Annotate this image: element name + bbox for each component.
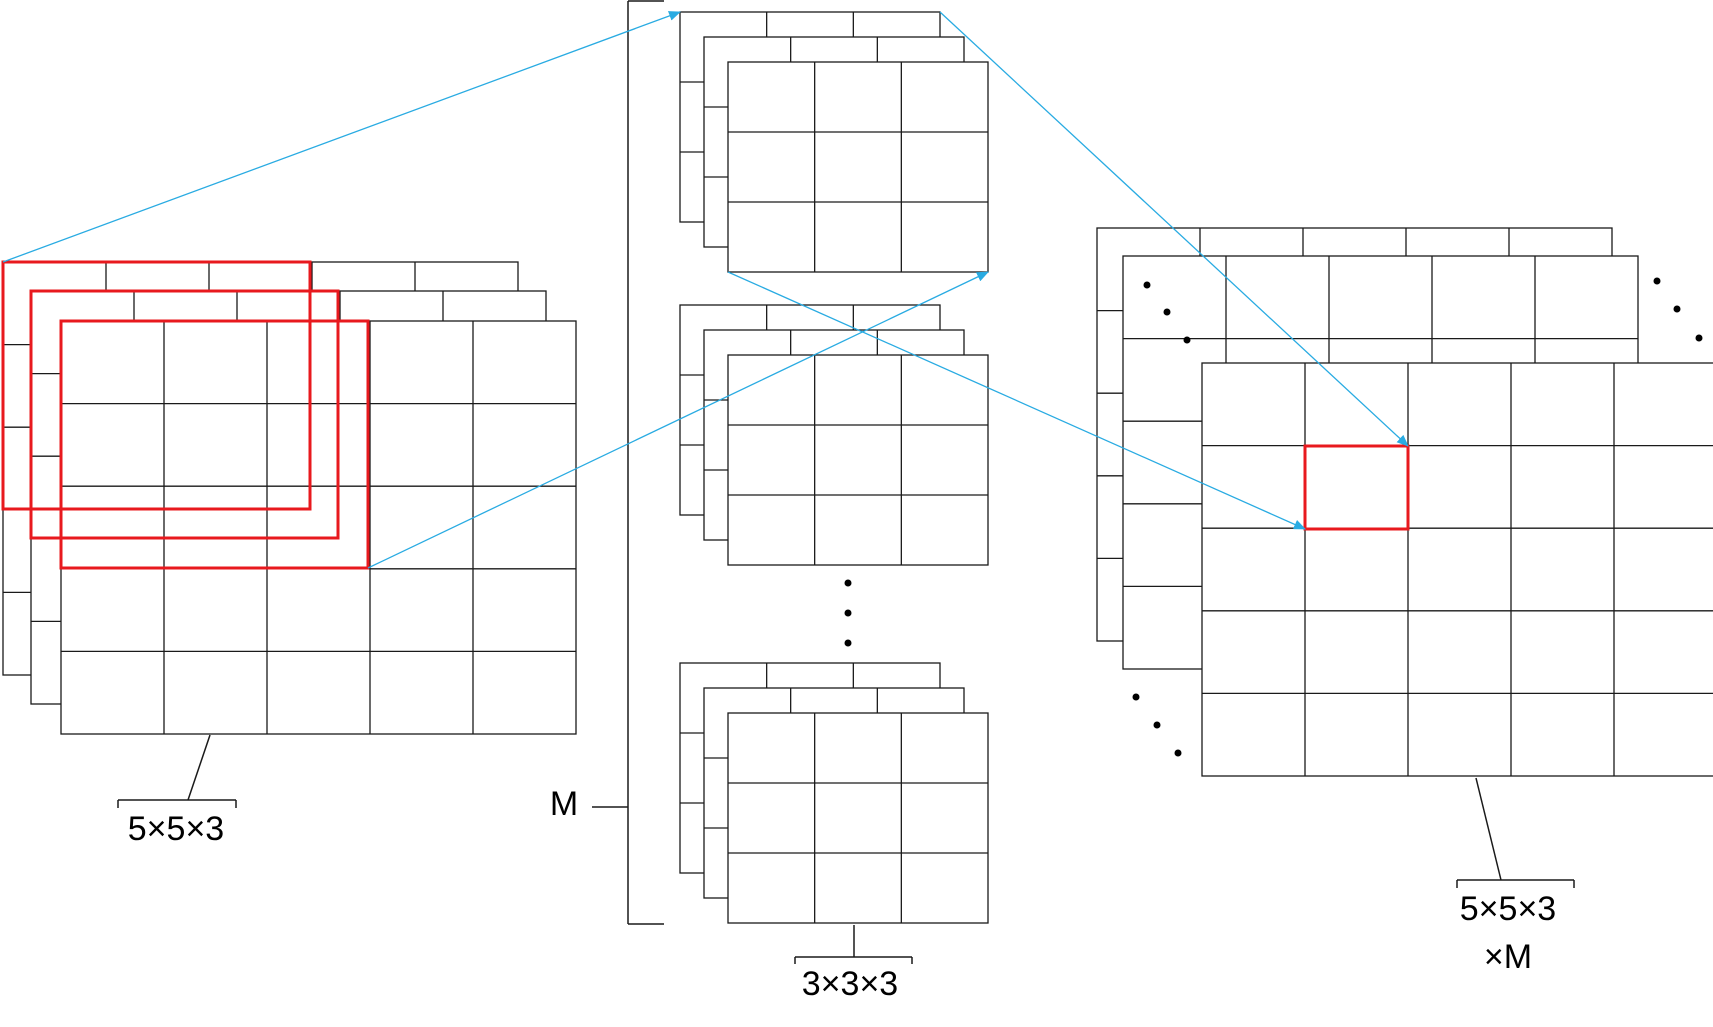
output-size-label: 5×5×3 <box>1460 890 1556 928</box>
kernel-size-label: 3×3×3 <box>802 965 898 1003</box>
output-highlight-cell <box>1303 444 1410 531</box>
ellipsis-dot <box>1653 277 1661 285</box>
input-receptive-field-3 <box>59 319 370 570</box>
ellipsis-dot <box>1132 693 1140 701</box>
ellipsis-dots <box>844 277 1703 757</box>
input-tensor-stack <box>1 260 577 735</box>
mapping-arrow-3 <box>939 11 1409 447</box>
kernel-layer-3 <box>727 712 989 924</box>
brackets <box>117 0 1575 964</box>
mapping-arrow-2 <box>367 271 989 569</box>
kernel-layer-frame <box>727 354 989 566</box>
kernel-layer-3 <box>727 61 989 273</box>
ellipsis-dot <box>844 579 852 587</box>
kernel-stack-1 <box>679 11 989 273</box>
mapping-arrow-4 <box>727 271 1306 530</box>
input-receptive-field-2 <box>29 289 340 540</box>
input-layer-frame <box>60 320 577 735</box>
ellipsis-dot <box>844 639 852 647</box>
input-size-label: 5×5×3 <box>128 810 224 848</box>
ellipsis-dot <box>1695 334 1703 342</box>
ellipsis-dot <box>1163 308 1171 316</box>
kernel-layer-frame <box>727 712 989 924</box>
ellipsis-dot <box>1153 721 1161 729</box>
ellipsis-dot <box>1143 281 1151 289</box>
mapping-arrow-1 <box>2 11 681 263</box>
ellipsis-dot <box>1174 749 1182 757</box>
output-channels-label: ×M <box>1484 938 1532 976</box>
input-receptive-field-1 <box>1 260 312 511</box>
kernel-layer-3 <box>727 354 989 566</box>
output-layer-3 <box>1201 362 1713 777</box>
mapping-arrows <box>2 11 1409 569</box>
ellipsis-dot <box>1673 305 1681 313</box>
ellipsis-dot <box>1183 336 1191 344</box>
input-layer-3 <box>60 320 577 735</box>
kernel-stack-2 <box>679 304 989 566</box>
kernel-count-label: M <box>550 785 578 823</box>
output-layer-frame <box>1201 362 1713 777</box>
input-leader-line <box>187 734 211 801</box>
kernel-layer-frame <box>727 61 989 273</box>
ellipsis-dot <box>844 609 852 617</box>
kernel-stack-3 <box>679 662 989 924</box>
output-tensor-stack <box>1096 227 1713 777</box>
output-leader-line <box>1475 777 1502 881</box>
kernel-stacks <box>679 11 989 924</box>
